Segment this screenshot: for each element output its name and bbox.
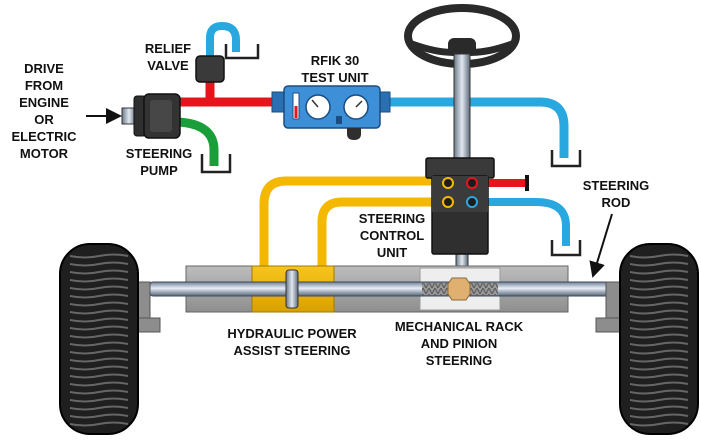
tire-tread-line (629, 309, 689, 315)
tire-tread-line (69, 293, 129, 299)
steering-control-unit-label: STEERING CONTROL UNIT (358, 211, 426, 260)
wheel-right (619, 243, 699, 435)
tire-tread-line (629, 341, 689, 347)
tire-tread-line (69, 325, 129, 331)
steering-rod-arrow (589, 213, 613, 278)
hydraulic-power-assist-label: HYDRAULIC POWER ASSIST STEERING (227, 326, 357, 358)
relief-return-hose (206, 21, 240, 58)
cylinder-hose-left (259, 176, 442, 266)
tire-tread-line (629, 301, 689, 307)
tire-tread-line (629, 421, 689, 427)
steering-rod (149, 281, 613, 297)
return-hose-bottom (470, 198, 570, 246)
tire-tread-line (629, 373, 689, 379)
steering-rod-label: STEERING ROD (582, 178, 650, 210)
tire-tread-line (69, 317, 129, 323)
tire-tread-line (69, 373, 129, 379)
port-pressure (442, 177, 454, 189)
cylinder-hose-right (317, 197, 442, 266)
tire-tread-line (69, 341, 129, 347)
test-unit (271, 85, 391, 140)
tire-tread-line (629, 269, 689, 275)
drive-label: DRIVE FROM ENGINE OR ELECTRIC MOTOR (11, 61, 77, 161)
tire-tread-line (629, 413, 689, 419)
tie-rod-end-right (605, 281, 621, 323)
tire-tread-line (69, 333, 129, 339)
tire-tread-line (629, 397, 689, 403)
wheel-left (59, 243, 139, 435)
tire-tread-line (69, 269, 129, 275)
test-unit-label: RFIK 30 TEST UNIT (301, 53, 369, 85)
relief-tank (224, 44, 260, 60)
tire-tread-line (629, 317, 689, 323)
cylinder-piston (285, 269, 299, 309)
tire-tread-line (629, 381, 689, 387)
tire-tread-line (69, 413, 129, 419)
relief-valve-body (195, 55, 225, 83)
tire-tread-line (69, 405, 129, 411)
loading-valve-knob (347, 128, 361, 140)
tire-tread-line (629, 349, 689, 355)
relief-valve-label: RELIEF VALVE (144, 41, 192, 73)
tire-tread-line (629, 325, 689, 331)
return-tank-top (550, 150, 582, 168)
tire-tread-line (69, 301, 129, 307)
tire-tread-line (629, 357, 689, 363)
suction-hose (177, 117, 219, 166)
tire-tread-line (69, 309, 129, 315)
steering-pump-label: STEERING PUMP (125, 146, 193, 178)
steering-column (453, 53, 471, 165)
port-return (442, 196, 454, 208)
suction-tank (200, 154, 232, 174)
tire-tread-line (629, 365, 689, 371)
tire-tread-line (629, 277, 689, 283)
tire-tread-line (629, 261, 689, 267)
tire-tread-line (629, 253, 689, 259)
tire-tread-line (69, 261, 129, 267)
tire-tread-line (69, 365, 129, 371)
tire-tread-line (629, 333, 689, 339)
tire-tread-line (69, 421, 129, 427)
return-tank-bottom (550, 240, 582, 257)
steering-control-unit (425, 157, 495, 255)
tire-tread-line (69, 381, 129, 387)
tire-tread-line (69, 277, 129, 283)
tire-tread-line (629, 405, 689, 411)
tire-tread-line (69, 349, 129, 355)
pinion-gear (447, 277, 471, 301)
tire-tread-line (69, 285, 129, 291)
tire-tread-line (69, 357, 129, 363)
steering-pump (121, 93, 181, 139)
tire-tread-line (69, 389, 129, 395)
tire-tread-line (69, 253, 129, 259)
mechanical-rack-label: MECHANICAL RACK AND PINION STEERING (394, 319, 524, 368)
tire-tread-line (629, 293, 689, 299)
tire-tread-line (69, 397, 129, 403)
tire-tread-line (629, 285, 689, 291)
return-hose-top (386, 97, 569, 158)
tire-tread-line (629, 389, 689, 395)
